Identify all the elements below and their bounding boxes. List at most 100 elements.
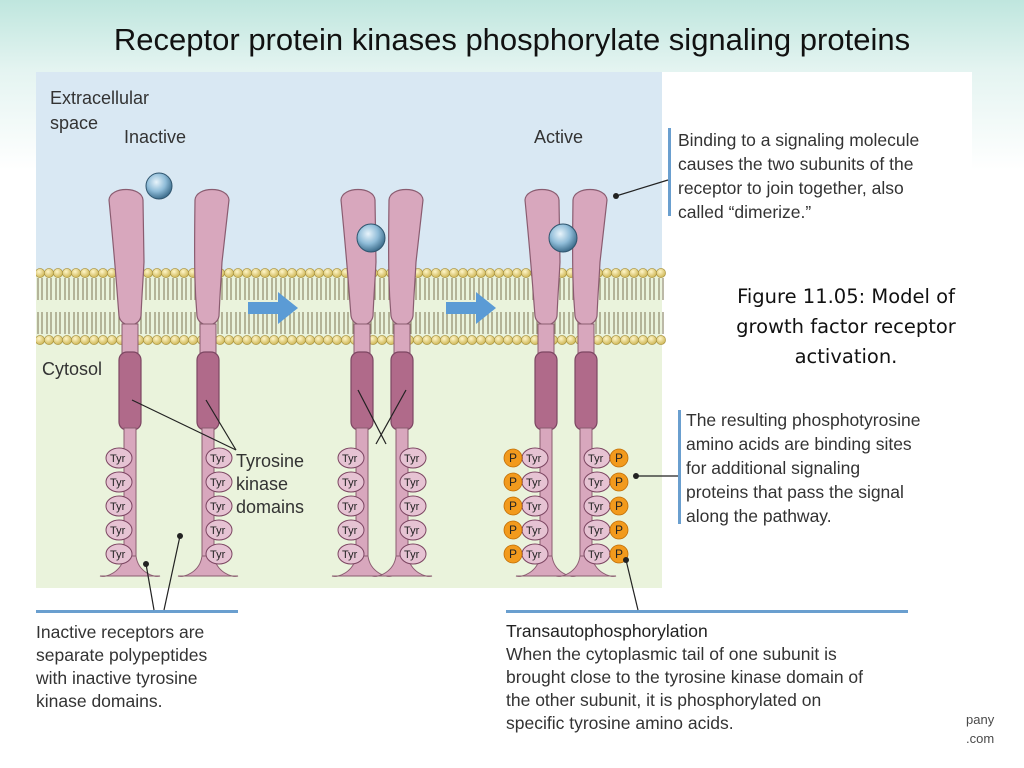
tyr-label: Tyr: [404, 477, 420, 489]
tyr-label: Tyr: [210, 477, 226, 489]
tyr-label: Tyr: [526, 453, 542, 465]
phosphate-group: [609, 448, 629, 468]
callout-inactive-line: separate polypeptides: [36, 645, 207, 665]
receptor-tail-base: [99, 555, 161, 577]
tyr-label: Tyr: [588, 549, 604, 561]
trans-text-line: When the cytoplasmic tail of one subunit…: [506, 644, 837, 664]
bottom-rule: [36, 610, 238, 613]
tyr-residue: [337, 543, 365, 565]
trans-text-line: brought close to the tyrosine kinase dom…: [506, 667, 863, 687]
phosphate-group: [503, 472, 523, 492]
tyr-residue: [205, 471, 233, 493]
receptor-extracellular-domain: [340, 188, 377, 326]
pointer-dot: [177, 533, 183, 539]
extracellular-label: Extracellular: [50, 88, 149, 108]
tyrosine-kinase-domain: [196, 351, 220, 431]
phosphate-label: P: [509, 547, 517, 561]
tyrosine-kinase-domain: [118, 351, 142, 431]
receptor-tail: [579, 427, 593, 563]
tyrosine-kinase-domain: [390, 351, 414, 431]
receptor-transmembrane: [199, 323, 217, 355]
tyr-residue: [105, 519, 133, 541]
tyr-label: Tyr: [404, 453, 420, 465]
tyr-residue: [205, 447, 233, 469]
phosphate-label: P: [509, 451, 517, 465]
trans-text-line: the other subunit, it is phosphorylated …: [506, 690, 821, 710]
tyr-label: Tyr: [210, 501, 226, 513]
pointer-line: [615, 179, 669, 197]
receptor-transmembrane: [577, 323, 595, 355]
tyr-label: Tyr: [210, 549, 226, 561]
tyr-label: Tyr: [404, 549, 420, 561]
phosphate-label: P: [615, 499, 623, 513]
tyr-label: Tyr: [110, 549, 126, 561]
corner-text-2: .com: [966, 731, 995, 746]
pointer-line: [131, 399, 237, 451]
callout-phospho-line: The resulting phosphotyrosine: [686, 410, 920, 430]
phosphate-label: P: [615, 475, 623, 489]
tyr-residue: [399, 447, 427, 469]
extracellular-label: space: [50, 113, 98, 133]
receptor-tail-base: [177, 555, 239, 577]
bottom-rule: [506, 610, 908, 613]
trans-text-line: specific tyrosine amino acids.: [506, 713, 734, 733]
receptor-tail: [395, 427, 409, 563]
pointer-dot: [633, 473, 639, 479]
pointer-dot: [623, 557, 629, 563]
tyr-label: Tyr: [210, 453, 226, 465]
phosphate-label: P: [509, 475, 517, 489]
tyr-residue: [205, 543, 233, 565]
tyr-label: Tyr: [342, 501, 358, 513]
tyrosine-label: kinase: [236, 474, 288, 494]
tyr-label: Tyr: [526, 549, 542, 561]
callout-rule: [678, 410, 681, 524]
receptor-transmembrane: [121, 323, 139, 355]
tyr-label: Tyr: [526, 501, 542, 513]
tyr-residue: [337, 471, 365, 493]
receptor-diagram: TyrTyrTyrTyrTyrTyrTyrTyrTyrTyrTyrTyrTyrT…: [35, 72, 920, 733]
phosphate-group: [503, 544, 523, 564]
phosphate-group: [609, 496, 629, 516]
receptor-tail: [539, 427, 553, 563]
tyr-residue: [105, 543, 133, 565]
phosphate-group: [609, 472, 629, 492]
cytosol-label: Cytosol: [42, 359, 102, 379]
tyr-label: Tyr: [404, 525, 420, 537]
transition-arrow-1: [248, 292, 298, 324]
pointer-line: [205, 399, 237, 451]
receptor-transmembrane: [353, 323, 371, 355]
tyr-label: Tyr: [210, 525, 226, 537]
pointer-line: [145, 563, 155, 611]
pointer-line: [625, 559, 639, 611]
callout-inactive-line: with inactive tyrosine: [36, 668, 197, 688]
tyr-residue: [105, 495, 133, 517]
tyrosine-label: domains: [236, 497, 304, 517]
callout-phospho-line: along the pathway.: [686, 506, 832, 526]
tyr-label: Tyr: [342, 525, 358, 537]
transition-arrow-2: [446, 292, 496, 324]
pointer-dot: [613, 193, 619, 199]
tyr-label: Tyr: [342, 549, 358, 561]
tyr-label: Tyr: [342, 477, 358, 489]
tyr-residue: [205, 519, 233, 541]
callout-binding-line: causes the two subunits of the: [678, 154, 913, 174]
tyr-residue: [399, 543, 427, 565]
receptor-transmembrane: [537, 323, 555, 355]
tyr-residue: [337, 447, 365, 469]
callout-binding-line: receptor to join together, also: [678, 178, 904, 198]
figure-caption: Figure 11.05: Model of growth factor rec…: [736, 285, 956, 368]
pointer-line: [163, 535, 181, 611]
tyr-label: Tyr: [588, 501, 604, 513]
callout-binding-line: Binding to a signaling molecule: [678, 130, 919, 150]
signal-molecule: [145, 172, 173, 200]
corner-text-1: pany: [966, 712, 995, 727]
phosphate-group: [503, 496, 523, 516]
phosphate-label: P: [615, 451, 623, 465]
phosphate-group: [503, 520, 523, 540]
tyr-residue: [105, 447, 133, 469]
pointer-dot: [143, 561, 149, 567]
